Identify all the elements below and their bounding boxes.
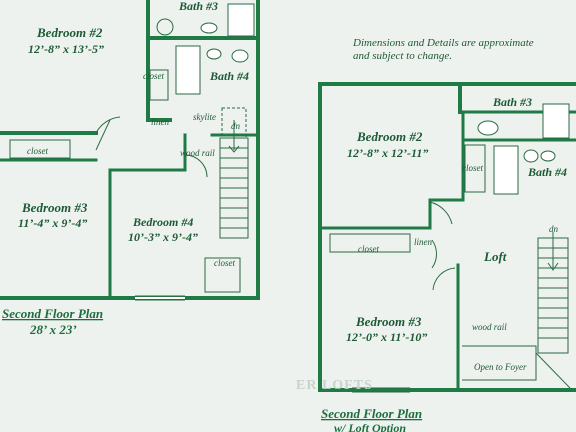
- right-bed2-wall: [318, 198, 465, 230]
- right-bath4-label: Bath #4: [527, 165, 567, 179]
- right-bedroom3-dims: 12’-0” x 11’-10”: [346, 330, 427, 344]
- left-plan-dims: 28’ x 23’: [29, 322, 77, 337]
- right-sink-bottom: [540, 150, 556, 162]
- right-bed3-closet-outline: [329, 233, 411, 253]
- right-floor-plan: Bath #3 Bedroom #2 12’-8” x 12’-11” clos…: [318, 82, 576, 432]
- disclaimer-line-1: Dimensions and Details are approximate: [352, 37, 534, 49]
- right-top-closet-outline: [464, 144, 486, 193]
- right-window-lines: [352, 387, 410, 393]
- left-door-bed2: [95, 116, 121, 134]
- left-bedroom4-name: Bedroom #4: [132, 215, 193, 229]
- right-loft-label: Loft: [483, 249, 507, 264]
- left-bedroom4-dims: 10’-3” x 9’-4”: [128, 230, 198, 244]
- right-bedroom2-dims: 12’-8” x 12’-11”: [347, 146, 428, 160]
- left-window-lines: [135, 295, 185, 301]
- left-bottom-closet-outline: [204, 257, 241, 293]
- right-closet-top-label: closet: [462, 163, 483, 173]
- right-tub-bottom: [493, 145, 519, 195]
- right-wood-rail-label: wood rail: [472, 322, 507, 332]
- right-bath3-label: Bath #3: [492, 95, 532, 109]
- left-closet-top-label: closet: [143, 71, 164, 81]
- right-stair: [462, 232, 571, 389]
- left-tub-bottom: [175, 45, 201, 95]
- right-sink-top: [477, 120, 499, 136]
- right-bedroom2-name: Bedroom #2: [356, 129, 423, 144]
- left-bath-wall: [146, 36, 260, 122]
- left-skylite-label: skylite: [193, 112, 216, 122]
- right-plan-title: Second Floor Plan: [321, 406, 422, 421]
- left-plan-title: Second Floor Plan: [2, 306, 103, 321]
- left-bath-fixture: [156, 18, 174, 36]
- left-sink-top: [200, 22, 218, 34]
- right-plan-subtitle: w/ Loft Option: [334, 421, 406, 432]
- left-bath3-label: Bath #3: [178, 0, 218, 13]
- left-corridor-wall: [0, 133, 260, 172]
- disclaimer-line-2: and subject to change.: [353, 50, 452, 62]
- left-linen-label: linen: [151, 117, 169, 127]
- left-tub-top: [227, 3, 255, 37]
- right-closet-label: closet: [358, 244, 379, 254]
- left-closet-bottom-label: closet: [214, 258, 235, 268]
- skylite-outline: [221, 107, 247, 139]
- right-tub-top: [542, 103, 570, 139]
- left-outer-wall: [0, 0, 260, 300]
- left-wood-rail-label: wood rail: [180, 148, 215, 158]
- right-dn-label: dn: [549, 224, 559, 234]
- right-bedroom3-name: Bedroom #3: [355, 314, 422, 329]
- left-bed3-closet-outline: [9, 139, 71, 159]
- left-floor-plan: Bedroom #2 12’-8” x 13’-5” Bath #3 Bath …: [0, 0, 260, 337]
- left-bedroom2-dims: 12’-8” x 13’-5”: [28, 42, 104, 56]
- left-bedroom3-name: Bedroom #3: [21, 200, 88, 215]
- left-closet-left-label: closet: [27, 146, 48, 156]
- left-dn-label: dn: [231, 121, 241, 131]
- left-sink-bottom: [206, 48, 222, 60]
- right-door-bed3: [432, 267, 456, 291]
- left-toilet: [231, 49, 249, 63]
- left-bedroom3-dims: 11’-4” x 9’-4”: [18, 216, 87, 230]
- right-door-bed2: [429, 201, 453, 225]
- right-toilet: [523, 149, 539, 163]
- left-door-bed4: [184, 154, 208, 178]
- left-bath4-label: Bath #4: [209, 69, 249, 83]
- left-door-hall: [95, 119, 111, 151]
- right-linen-label: linen: [414, 237, 432, 247]
- right-open-to-foyer-label: Open to Foyer: [474, 362, 527, 372]
- left-top-closet-outline: [149, 69, 169, 101]
- background-faint-text: ER LOFTS: [296, 378, 373, 393]
- right-door-hall: [431, 239, 438, 269]
- left-bedroom2-name: Bedroom #2: [36, 25, 103, 40]
